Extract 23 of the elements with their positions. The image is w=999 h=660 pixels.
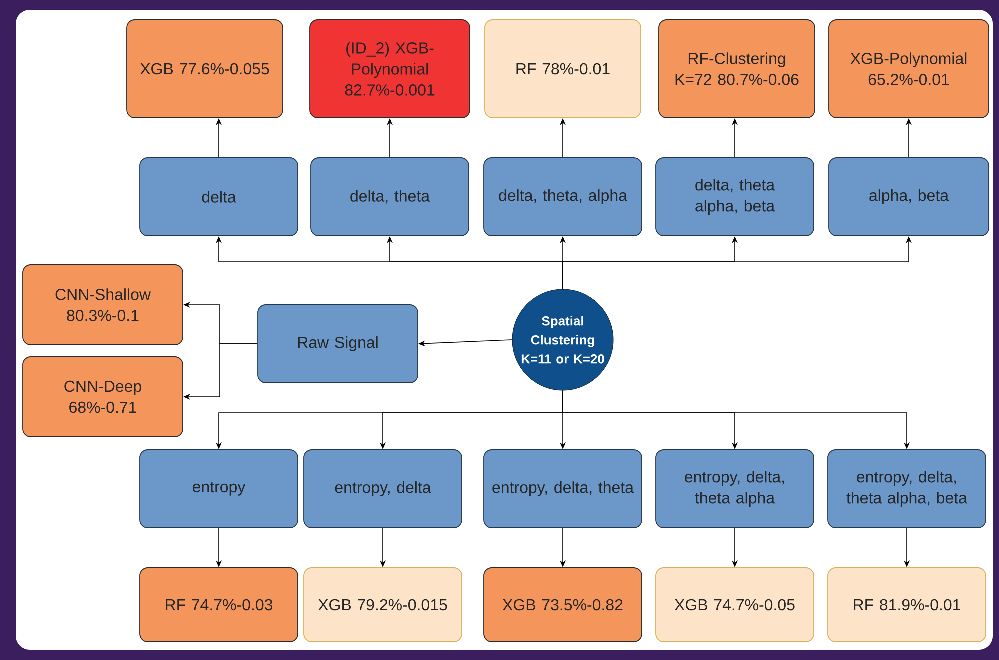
feature-box: delta (140, 158, 298, 236)
feature-box: delta, theta alpha, beta (656, 158, 814, 236)
input-box: Raw Signal (258, 304, 418, 384)
feature-box: entropy (140, 450, 298, 528)
result-box: XGB 73.5%-0.82 (484, 568, 642, 642)
feature-box: delta, theta, alpha (484, 158, 642, 236)
feature-box: entropy, delta, theta alpha (656, 450, 814, 528)
result-box: RF 78%-0.01 (484, 20, 642, 118)
feature-box: entropy, delta, theta (484, 450, 642, 528)
result-box: XGB 77.6%-0.055 (126, 20, 284, 118)
feature-box: entropy, delta (304, 450, 462, 528)
feature-box: alpha, beta (828, 158, 990, 236)
result-box: CNN-Shallow 80.3%-0.1 (22, 264, 184, 346)
result-box: XGB-Polynomial 65.2%-0.01 (828, 20, 990, 118)
result-box: XGB 74.7%-0.05 (656, 568, 814, 642)
feature-box: entropy, delta, theta alpha, beta (828, 450, 986, 528)
result-box: RF 74.7%-0.03 (140, 568, 298, 642)
result-box: RF 81.9%-0.01 (828, 568, 986, 642)
feature-box: delta, theta (310, 158, 470, 236)
result-box: CNN-Deep 68%-0.71 (22, 356, 184, 438)
result-box: RF-Clustering K=72 80.7%-0.06 (658, 20, 816, 118)
result-box: (ID_2) XGB-Polynomial 82.7%-0.001 (310, 20, 470, 118)
result-box: XGB 79.2%-0.015 (304, 568, 462, 642)
